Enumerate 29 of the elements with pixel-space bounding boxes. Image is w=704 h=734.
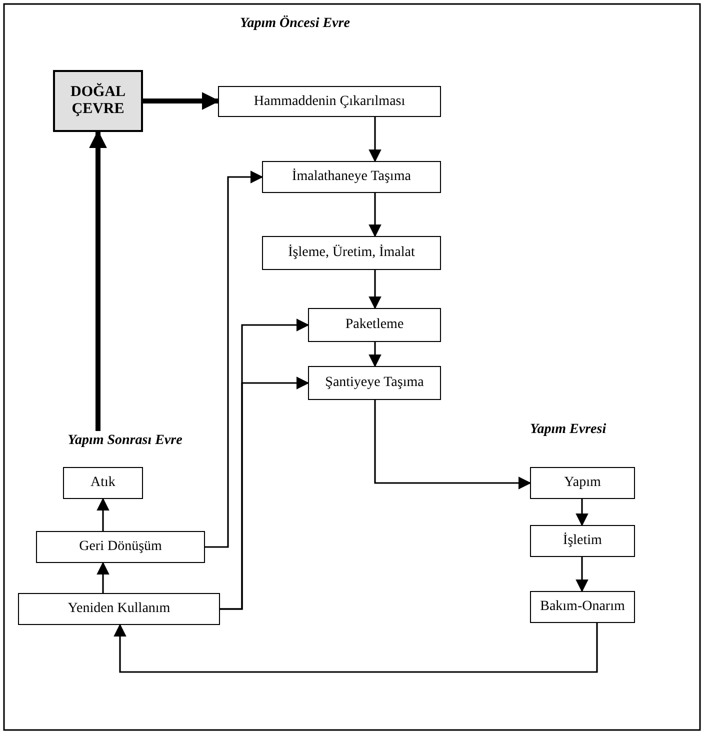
arrow bbox=[220, 376, 310, 610]
arrow bbox=[143, 92, 220, 110]
arrow bbox=[368, 342, 382, 368]
phase-heading: Yapım Öncesi Evre bbox=[240, 16, 350, 32]
process-box: İmalathaneye Taşıma bbox=[262, 161, 441, 193]
process-box: İşleme, Üretim, İmalat bbox=[262, 236, 441, 270]
arrow bbox=[205, 170, 264, 548]
arrow bbox=[114, 623, 598, 673]
arrow bbox=[96, 498, 110, 531]
process-box: Yapım bbox=[530, 467, 635, 499]
arrow bbox=[96, 562, 110, 593]
arrow bbox=[89, 130, 107, 431]
arrow bbox=[368, 270, 382, 310]
process-box: Geri Dönüşüm bbox=[36, 531, 205, 563]
process-box: Atık bbox=[63, 467, 143, 499]
phase-heading: Yapım Sonrası Evre bbox=[44, 431, 206, 451]
phase-heading: Yapım Evresi bbox=[530, 422, 606, 438]
process-box: Hammaddenin Çıkarılması bbox=[218, 86, 441, 117]
arrow bbox=[576, 557, 588, 592]
arrow bbox=[368, 193, 382, 238]
process-box: Paketleme bbox=[308, 308, 441, 342]
process-box: Yeniden Kullanım bbox=[18, 593, 220, 625]
process-box: Şantiyeye Taşıma bbox=[308, 366, 441, 400]
arrow bbox=[374, 400, 532, 490]
arrow bbox=[368, 117, 382, 162]
environment-box: DOĞAL ÇEVRE bbox=[53, 70, 143, 132]
arrow bbox=[576, 499, 588, 526]
process-box: İşletim bbox=[530, 525, 635, 557]
process-box: Bakım-Onarım bbox=[530, 591, 635, 623]
